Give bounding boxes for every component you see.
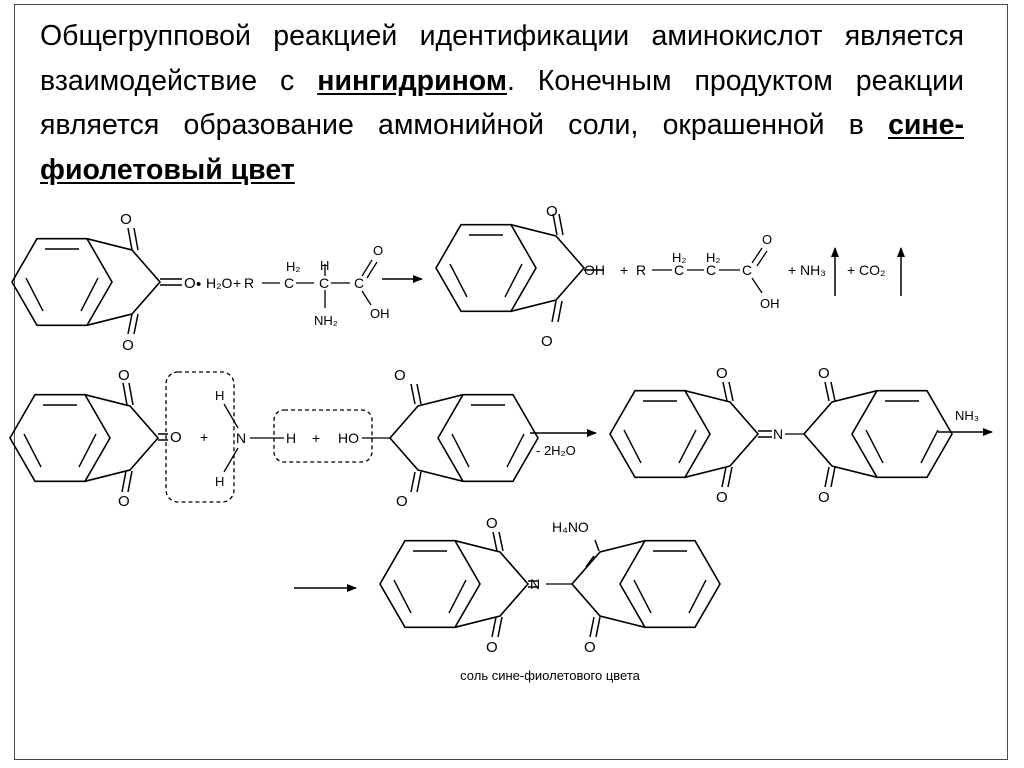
nh-bond-bottom bbox=[223, 447, 239, 473]
r2-h-top: H bbox=[215, 388, 224, 403]
r3-o1: O bbox=[486, 515, 498, 532]
r1-o-top: O bbox=[120, 211, 132, 228]
r1-c4: C bbox=[674, 262, 684, 278]
r2-d-o1: O bbox=[716, 365, 728, 382]
r1-acid2-oh: OH bbox=[760, 296, 780, 311]
heading-term-color: сине-фиолетовый цвет bbox=[40, 109, 964, 186]
ninhydrin-row2 bbox=[9, 382, 168, 493]
r1-r-group2: R bbox=[636, 262, 646, 278]
r2-condition: - 2H₂O bbox=[536, 443, 576, 458]
r1-dot: • bbox=[196, 276, 201, 293]
r1-prod-o-top: O bbox=[546, 203, 558, 220]
r1-ch2-b: H₂ bbox=[706, 250, 720, 265]
r1-acid-oh: OH bbox=[370, 306, 390, 321]
r1-co2: CO₂ bbox=[859, 262, 885, 278]
slide-frame bbox=[14, 4, 1008, 760]
r1-plus4: + bbox=[847, 262, 855, 278]
r1-c5: C bbox=[706, 262, 716, 278]
r1-amino: NH₂ bbox=[314, 313, 338, 328]
r1-o-right: O bbox=[184, 275, 196, 292]
r1-c3: C bbox=[354, 275, 364, 291]
r1-o-bottom: O bbox=[122, 337, 134, 354]
r2-o-top: O bbox=[118, 367, 130, 384]
ninhydrin-row1 bbox=[11, 227, 182, 335]
r1-plus3: + bbox=[788, 262, 796, 278]
r1-nh3: NH₃ bbox=[800, 262, 826, 278]
r1-acid2-o: O bbox=[762, 232, 772, 247]
hydrindantin-row2 bbox=[362, 383, 539, 493]
r2-plus2: + bbox=[312, 430, 320, 446]
heading-term-ninhydrin: нингидрином bbox=[317, 64, 507, 97]
r3-n: N bbox=[530, 576, 540, 592]
r2-o-right: O bbox=[170, 429, 182, 446]
r1-c1: C bbox=[284, 275, 294, 291]
r2-plus1: + bbox=[200, 429, 208, 445]
heading-text-1: Общегрупповой реакцией идентификации ами… bbox=[40, 20, 964, 97]
r1-r-group: R bbox=[244, 275, 254, 291]
leaving-group-box-1 bbox=[165, 371, 235, 503]
r2-h-bottom: H bbox=[215, 474, 224, 489]
r1-plus1: + bbox=[233, 275, 241, 291]
r1-water: H₂O bbox=[206, 275, 233, 291]
r1-ch2: H₂ bbox=[286, 259, 300, 274]
r2-d-o4: O bbox=[818, 489, 830, 506]
r1-plus2: + bbox=[620, 262, 628, 278]
r3-o3: O bbox=[584, 639, 596, 656]
r2-o2-bottom: O bbox=[396, 493, 408, 510]
r1-acid-o: O bbox=[373, 243, 383, 258]
r2-d-o3: O bbox=[818, 365, 830, 382]
aldehyde bbox=[652, 247, 768, 294]
r1-c2: C bbox=[319, 275, 329, 291]
r2-d-n: N bbox=[773, 426, 783, 442]
r1-c6: C bbox=[742, 262, 752, 278]
r2-o-bottom: O bbox=[118, 493, 130, 510]
r1-ch2-a: H₂ bbox=[672, 250, 686, 265]
r2-n: N bbox=[236, 430, 246, 446]
r2-d-o2: O bbox=[716, 489, 728, 506]
r3-h4no: H₄NO bbox=[552, 519, 589, 535]
dye-intermediate bbox=[609, 381, 953, 488]
salt-caption: соль сине-фиолетового цвета bbox=[460, 668, 640, 683]
r2-reagent: NH₃ bbox=[955, 408, 979, 423]
r1-prod-oh: OH bbox=[584, 262, 605, 278]
slide-heading: Общегрупповой реакцией идентификации ами… bbox=[40, 14, 964, 192]
r2-o2-top: O bbox=[394, 367, 406, 384]
r2-h-mid: H bbox=[286, 430, 296, 446]
ruhemann-purple-salt bbox=[379, 531, 721, 638]
r1-ch: H bbox=[320, 258, 329, 273]
heading-text-2: . Конечным продуктом реакции является об… bbox=[40, 64, 964, 142]
product-row1 bbox=[435, 213, 604, 323]
r3-o2: O bbox=[486, 639, 498, 656]
r1-prod-o-bottom: O bbox=[541, 333, 553, 350]
r2-ho: HO bbox=[338, 430, 359, 446]
nh-bond-top bbox=[223, 403, 239, 429]
leaving-group-box-2 bbox=[273, 409, 373, 463]
amino-acid bbox=[262, 259, 378, 308]
